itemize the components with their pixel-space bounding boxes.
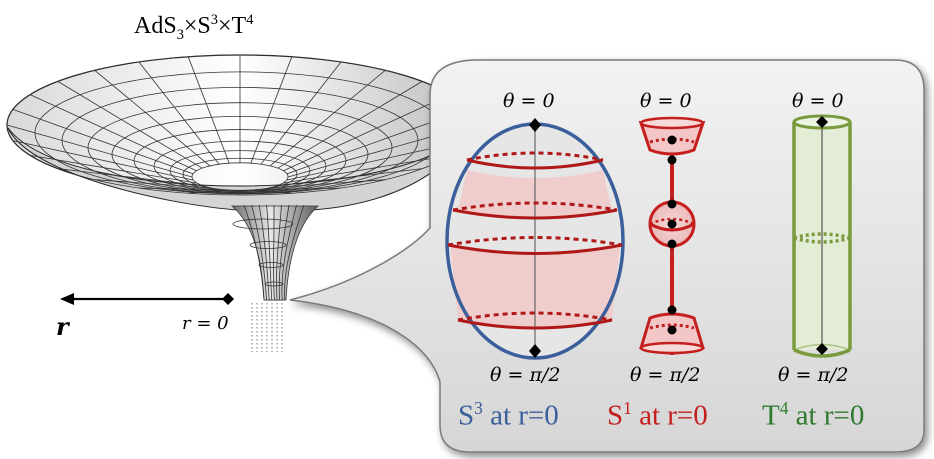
throat-meridian-line (251, 204, 267, 301)
s3-theta-top-label: θ = 0 (503, 90, 555, 112)
funnel-meridian-line (269, 179, 386, 189)
throat-meridian-line (243, 204, 265, 301)
funnel-meridian-line (30, 155, 197, 184)
t4-caption: T4 at r=0 (762, 398, 865, 432)
funnel-meridian-line (187, 56, 230, 164)
s3-caption: S3 at r=0 (458, 398, 559, 432)
t4-cylinder (792, 114, 852, 358)
funnel-meridian-line (6, 124, 193, 178)
funnel-meridian-line (250, 56, 293, 164)
r-zero-marker (222, 293, 234, 305)
funnel-meridian-line (94, 69, 211, 167)
s1-theta-bottom-label: θ = π/2 (630, 364, 701, 386)
r-zero-label: r = 0 (182, 313, 229, 334)
throat-meridian-line (273, 204, 275, 301)
funnel-meridian-line (188, 190, 230, 194)
throat-meridian-line (266, 204, 273, 301)
throat-meridian-line (258, 204, 270, 301)
throat-dotted-lines (251, 303, 283, 352)
r-axis-arrowhead (60, 293, 74, 305)
funnel-meridian-line (94, 179, 211, 189)
throat-latitude-line (264, 281, 284, 287)
t4-bottom-marker (816, 343, 828, 355)
s3-ellipsoid (445, 118, 625, 360)
t4-top-marker (816, 116, 828, 128)
funnel-meridian-line (138, 187, 220, 190)
funnel-meridian-line (57, 168, 203, 187)
r-axis-label: r (56, 312, 69, 341)
funnel-meridian-line (277, 168, 423, 187)
throat-meridian-line (276, 204, 282, 301)
geometry-title: AdS3×S3×T4 (134, 12, 254, 43)
s1-theta-top-label: θ = 0 (640, 90, 692, 112)
t4-theta-top-label: θ = 0 (792, 90, 844, 112)
funnel-meridian-line (12, 140, 194, 181)
s1-chain (638, 116, 706, 355)
funnel-meridian-line (138, 61, 220, 165)
s3-bottom-marker (529, 344, 541, 358)
funnel-meridian-line (250, 190, 292, 194)
s1-caption: S1 at r=0 (607, 398, 708, 432)
throat-meridian-line (284, 204, 305, 301)
throat-latitude-line (232, 218, 294, 230)
funnel-meridian-line (283, 94, 451, 172)
ads-funnel (6, 54, 474, 352)
throat-meridian-line (278, 204, 290, 301)
funnel-meridian-line (283, 155, 450, 184)
t4-theta-bottom-label: θ = π/2 (778, 364, 849, 386)
funnel-meridian-line (260, 61, 342, 165)
funnel-meridian-line (57, 81, 203, 169)
throat-latitude-line (249, 241, 287, 249)
throat-meridian-line (281, 204, 297, 301)
s3-theta-bottom-label: θ = π/2 (490, 364, 561, 386)
funnel-meridian-line (12, 109, 194, 175)
throat-latitude-line (258, 262, 284, 268)
funnel-meridian-line (277, 81, 423, 169)
funnel-meridian-line (29, 94, 197, 172)
funnel-outer-body (7, 127, 471, 301)
funnel-meridian-line (260, 187, 342, 190)
r-axis (60, 293, 234, 305)
funnel-meridian-line (269, 69, 386, 167)
s3-top-marker (529, 118, 541, 132)
